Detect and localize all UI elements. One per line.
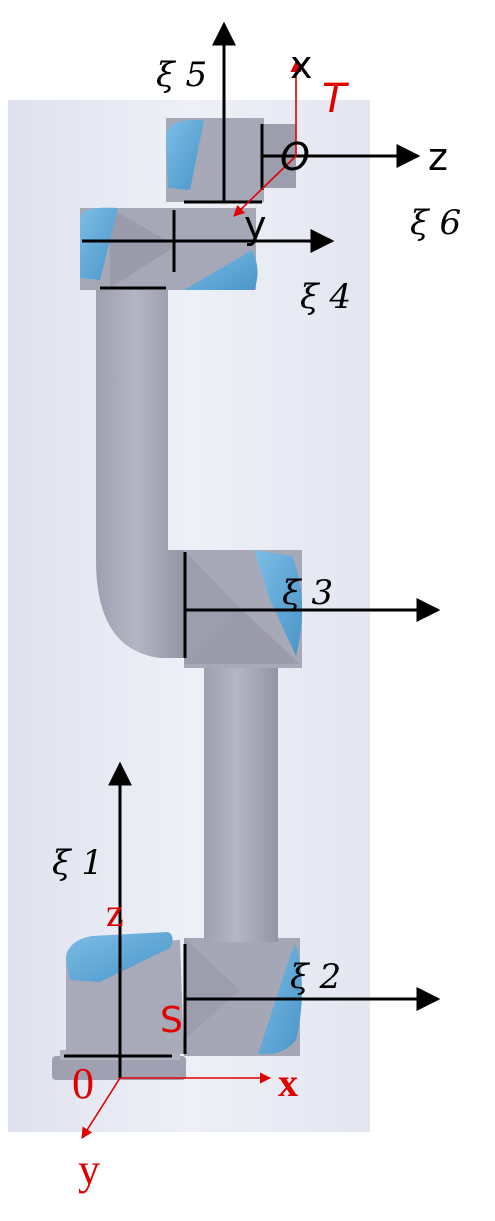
labels: ξ 5 ξ 4 ξ 6 ξ 3 ξ 2 ξ 1 x T O z y z S 0 …: [52, 43, 461, 1194]
base-x-label: x: [278, 1060, 298, 1105]
elbow-blue-cap: [254, 550, 303, 656]
xi6-label: ξ 6: [410, 203, 461, 243]
base-y-label: y: [78, 1145, 100, 1194]
joint-axes: [64, 21, 441, 1078]
tool-frame-letter: T: [322, 76, 350, 122]
tool-z-label: z: [428, 135, 448, 179]
tool-y-label: y: [244, 203, 267, 247]
lower-arm-tube: [204, 668, 278, 942]
red-frames: [81, 60, 302, 1139]
xi5-label: ξ 5: [156, 55, 207, 95]
xi2-label: ξ 2: [290, 957, 341, 997]
xi3-label: ξ 3: [282, 573, 333, 613]
wrist2-blue-cap: [166, 119, 204, 190]
tool-x-label: x: [290, 43, 313, 87]
upper-arm-tube: [96, 288, 184, 658]
xi4-label: ξ 4: [300, 277, 351, 317]
shoulder-point-label: S: [160, 1000, 183, 1041]
tool-origin-label: O: [280, 135, 310, 179]
tool-frame-y-axis: [233, 155, 297, 217]
base-z-label: z: [106, 890, 124, 935]
wrist1-blue-cap-left: [80, 207, 118, 280]
base-origin-label: 0: [72, 1059, 94, 1108]
xi1-label: ξ 1: [52, 843, 103, 883]
wrist1-blue-cap-right: [184, 250, 258, 290]
base-frame-y-axis: [81, 1077, 121, 1139]
robot-arm: [52, 118, 303, 1080]
